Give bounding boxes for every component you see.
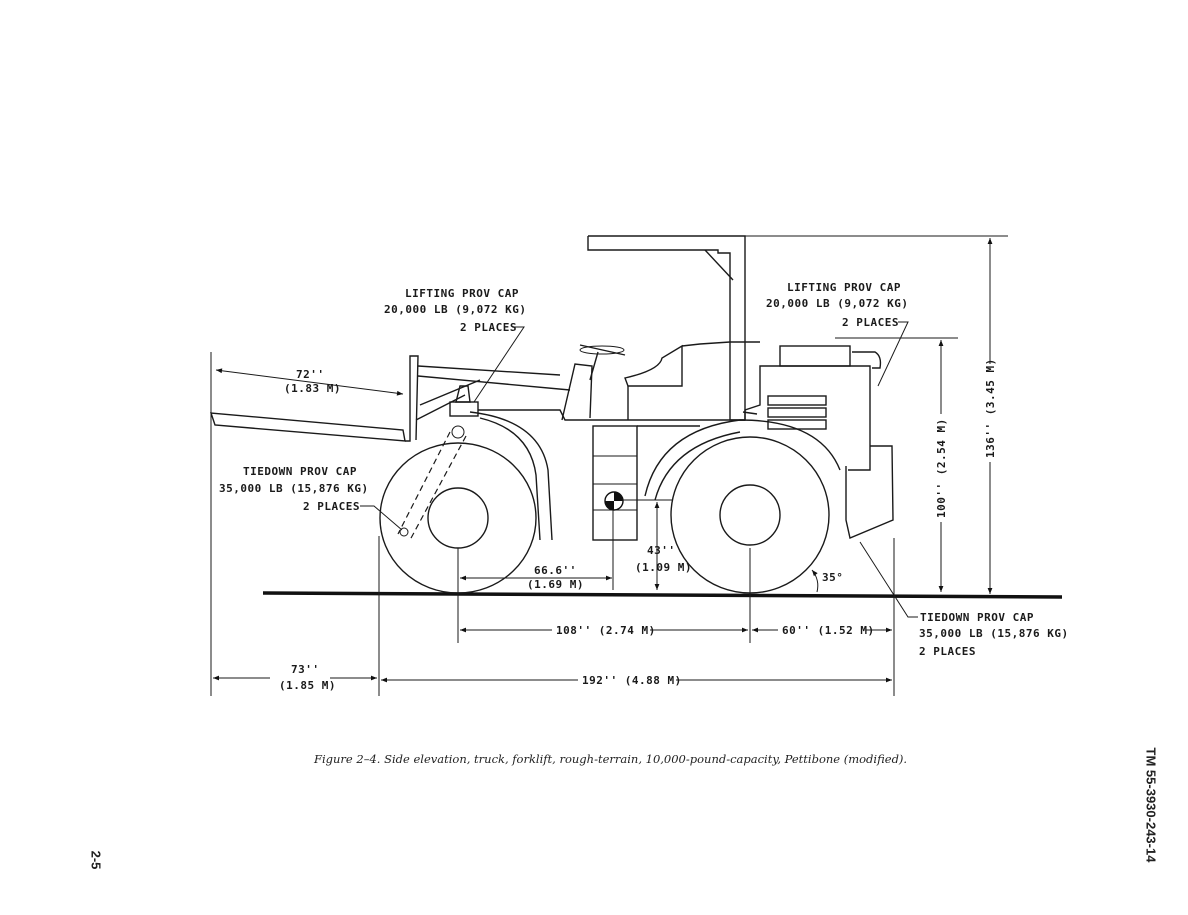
cg-height-dim: 43'' bbox=[647, 544, 676, 557]
fork-length-dim: 72'' bbox=[296, 368, 325, 381]
front-fender bbox=[469, 411, 553, 541]
callout-leaders bbox=[360, 321, 918, 618]
tie-right-line1: TIEDOWN PROV CAP bbox=[920, 611, 1034, 624]
lift-left-line3: 2 PLACES bbox=[460, 321, 517, 334]
cg-height-metric: (1.09 M) bbox=[635, 561, 692, 574]
extension-lines bbox=[210, 235, 1008, 696]
ground-line bbox=[262, 591, 1063, 599]
front-overhang-dim: 73'' bbox=[291, 663, 320, 676]
body-height-dim: 100'' (2.54 M) bbox=[935, 418, 948, 518]
lift-right-line2: 20,000 LB (9,072 KG) bbox=[766, 297, 908, 310]
total-height-dim: 136'' (3.45 M) bbox=[984, 358, 997, 458]
cg-horizontal-metric: (1.69 M) bbox=[527, 578, 584, 591]
front-overhang-metric: (1.85 M) bbox=[279, 679, 336, 692]
lift-right-line1: LIFTING PROV CAP bbox=[787, 281, 901, 294]
tie-left-line1: TIEDOWN PROV CAP bbox=[243, 465, 357, 478]
departure-angle: 35° bbox=[822, 571, 843, 584]
fork-length-metric: (1.83 M) bbox=[284, 382, 341, 395]
lift-left-line1: LIFTING PROV CAP bbox=[405, 287, 519, 300]
operator-seat-area bbox=[561, 341, 760, 421]
dimension-lines bbox=[213, 238, 993, 683]
front-tiedown-link bbox=[397, 431, 467, 541]
cg-horizontal-dim: 66.6'' bbox=[534, 564, 577, 577]
tie-right-line2: 35,000 LB (15,876 KG) bbox=[919, 627, 1069, 640]
page-number: 2-5 bbox=[88, 850, 104, 870]
tie-left-line3: 2 PLACES bbox=[303, 500, 360, 513]
center-of-gravity-symbol bbox=[604, 491, 624, 511]
figure-caption: Figure 2–4. Side elevation, truck, forkl… bbox=[314, 752, 908, 766]
rops-canopy bbox=[587, 235, 746, 421]
rear-fender bbox=[644, 419, 841, 501]
tie-left-line2: 35,000 LB (15,876 KG) bbox=[219, 482, 369, 495]
body-length-dim: 192'' (4.88 M) bbox=[582, 674, 682, 687]
front-lifting-provision bbox=[449, 385, 479, 439]
rear-overhang-dim: 60'' (1.52 M) bbox=[782, 624, 875, 637]
wheelbase-dim: 108'' (2.74 M) bbox=[556, 624, 656, 637]
vehicle-body bbox=[478, 345, 894, 541]
manual-number: TM 55-3930-243-14 bbox=[1143, 747, 1159, 863]
lift-left-line2: 20,000 LB (9,072 KG) bbox=[384, 303, 526, 316]
tie-right-line3: 2 PLACES bbox=[919, 645, 976, 658]
lift-right-line3: 2 PLACES bbox=[842, 316, 899, 329]
fork-assembly bbox=[209, 355, 571, 442]
